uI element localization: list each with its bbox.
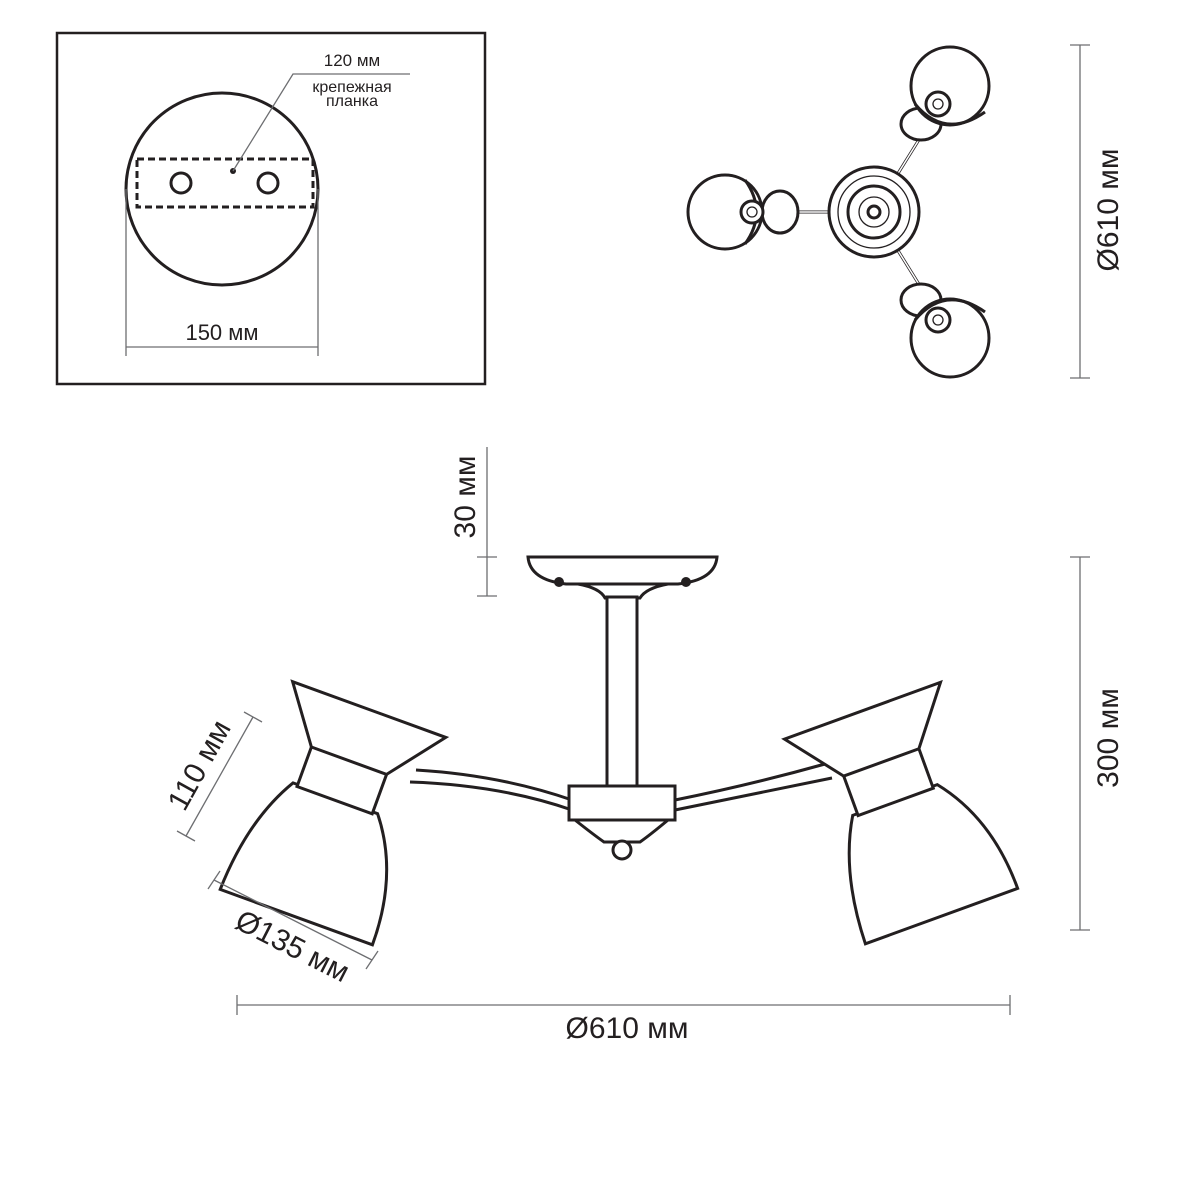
canopy-height-label: 30 мм (449, 456, 482, 539)
finial (611, 839, 633, 861)
side-lamp-left-cap (290, 679, 450, 777)
mounting-hole-right (256, 171, 280, 195)
mounting-bar-length-label: 120 мм (324, 51, 380, 70)
top-lamp-upper-shade-rim (913, 103, 986, 126)
top-view: Ø610 мм (686, 44, 1125, 379)
mounting-bar-leader (232, 73, 410, 172)
hub-center (866, 204, 882, 220)
hub-ring-3 (858, 196, 890, 228)
total-height-label: 300 мм (1092, 688, 1125, 788)
top-lamp-upper-socket-inner (932, 98, 944, 110)
arm-left-lower (409, 780, 573, 812)
top-lamp-left-socket-inner (746, 206, 758, 218)
top-lamp-upper (899, 45, 991, 142)
shade-height-tick-top (243, 711, 263, 723)
top-lamp-lower-socket-inner (932, 314, 944, 326)
mounting-bar-name-line1: крепежная (312, 79, 391, 96)
side-lamp-right-shade (847, 782, 1020, 946)
plate-diameter-label: 150 мм (185, 320, 258, 345)
shade-diameter-tick-right (365, 950, 379, 970)
canopy-screw-right (681, 577, 691, 587)
top-lamp-upper-socket (924, 90, 952, 118)
mount-plate-panel: 120 мм крепежная планка 150 мм (55, 31, 487, 386)
top-lamp-left (686, 173, 800, 251)
mounting-hole-left (169, 171, 193, 195)
top-lamp-lower (899, 282, 991, 379)
arm-right-lower (674, 776, 833, 812)
hub-outer (827, 165, 921, 259)
overall-width-label: Ø610 мм (566, 1012, 689, 1045)
stem (605, 595, 639, 788)
shade-diameter-dim-line (213, 879, 373, 961)
hub-ring-1 (837, 175, 911, 249)
arm-left (415, 768, 573, 802)
arm-right (674, 762, 826, 802)
canopy (526, 555, 719, 586)
top-lamp-left-collar (760, 189, 800, 235)
side-view: 30 мм 110 мм (162, 447, 1125, 1045)
shade-diameter-tick-left (207, 870, 221, 890)
top-lamp-left-socket (739, 199, 765, 225)
side-lamp-left (218, 679, 450, 947)
side-lamp-right (781, 679, 1020, 946)
central-body-bottom (570, 818, 673, 844)
panel-frame (55, 31, 487, 386)
top-lamp-lower-shade-rim (913, 298, 986, 321)
hub-ring-2 (846, 184, 902, 240)
top-view-diameter-label: Ø610 мм (1092, 149, 1125, 272)
canopy-screw-left (554, 577, 564, 587)
shade-height-tick-bottom (176, 830, 196, 842)
mounting-plate-circle (124, 91, 320, 287)
mounting-bar-dashed (135, 157, 315, 209)
mounting-bar-name-line2: планка (326, 93, 378, 110)
shade-height-dim-line (185, 716, 254, 837)
top-lamp-lower-socket (924, 306, 952, 334)
central-body (567, 784, 677, 822)
side-lamp-right-cap (781, 679, 943, 778)
